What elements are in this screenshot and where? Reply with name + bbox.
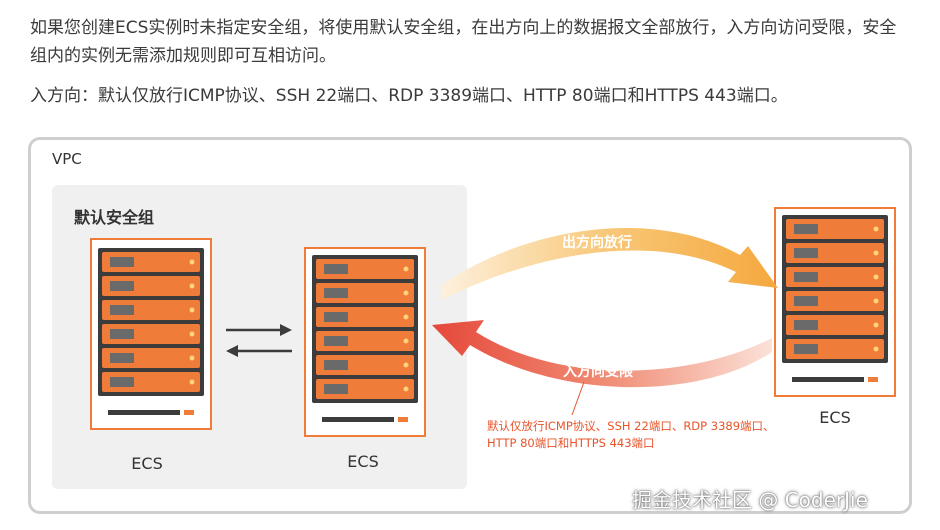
ecs-server-1 — [90, 238, 212, 430]
note-pointer — [571, 381, 585, 416]
ecs-label-2: ECS — [347, 452, 379, 471]
outbound-label: 出方向放行 — [562, 235, 632, 251]
outbound-arrow — [442, 228, 778, 300]
ecs-server-2 — [304, 247, 426, 437]
vpc-label: VPC — [52, 150, 82, 168]
inbound-arrow — [432, 320, 772, 388]
server-rack-icon — [782, 215, 888, 382]
inbound-rule-line: 入方向：默认仅放行ICMP协议、SSH 22端口、RDP 3389端口、HTTP… — [30, 86, 788, 106]
server-rack-icon — [312, 255, 418, 422]
bidirectional-arrows — [226, 324, 292, 357]
intro-paragraph: 如果您创建ECS实例时未指定安全组，将使用默认安全组，在出方向上的数据报文全部放… — [30, 18, 897, 66]
inbound-label: 入方向受限 — [563, 364, 633, 380]
security-group-label: 默认安全组 — [74, 208, 155, 227]
ecs-server-3 — [774, 207, 896, 397]
ecs-label-1: ECS — [131, 454, 163, 473]
watermark: 掘金技术社区 @ CoderJie — [632, 488, 868, 512]
ecs-label-3: ECS — [819, 408, 851, 427]
server-rack-icon — [98, 248, 204, 415]
inbound-note: 默认仅放行ICMP协议、SSH 22端口、RDP 3389端口、HTTP 80端… — [487, 419, 775, 450]
